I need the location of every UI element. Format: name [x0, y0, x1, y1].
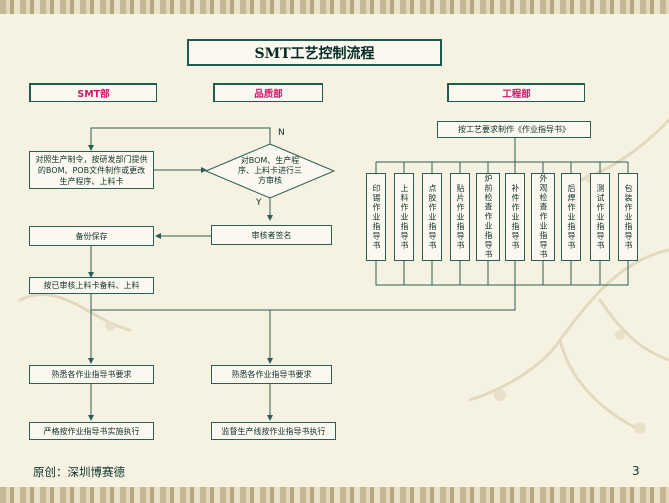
smt-familiarize-box: 熟悉各作业指导书要求 — [29, 365, 154, 384]
footer-credit: 原创：深圳博赛德 — [33, 465, 125, 479]
page-number: 3 — [632, 464, 640, 478]
quality-supervise-box: 监督生产线按作业指导书执行 — [211, 422, 336, 440]
smt-apply-box: 对照生产制令，按研发部门提供的BOM、POB文件制作或更改生产程序、上料卡 — [29, 151, 154, 189]
label-yes: Y — [256, 198, 262, 208]
guide-test: 测试作业指导书 — [590, 173, 610, 261]
bottom-border-pattern — [0, 487, 669, 503]
decision-diamond — [204, 143, 336, 199]
dept-smt: SMT部 — [29, 83, 157, 102]
quality-decision-text: 对BOM、生产程序、上料卡进行三方审核 — [238, 156, 302, 185]
guide-glue: 点胶作业指导书 — [422, 173, 442, 261]
smt-prepare-box: 按已审核上料卡备料、上料 — [29, 277, 154, 294]
dept-engineering: 工程部 — [447, 83, 585, 102]
label-no: N — [278, 128, 285, 138]
guide-pack: 包装作业指导书 — [618, 173, 638, 261]
guide-repair: 补件作业指导书 — [505, 173, 525, 261]
engineering-make-box: 按工艺要求制作《作业指导书》 — [437, 121, 591, 138]
guide-visual: 外观检查作业指导书 — [531, 173, 555, 261]
quality-sign-box: 审核者签名 — [211, 225, 332, 245]
smt-execute-box: 严格按作业指导书实施执行 — [29, 422, 154, 440]
guide-load: 上料作业指导书 — [394, 173, 414, 261]
guide-mount: 贴片作业指导书 — [450, 173, 470, 261]
guide-pre-oven: 炉前检查作业指导书 — [476, 173, 500, 261]
page-title: SMT工艺控制流程 — [187, 39, 442, 66]
guide-print: 印锡作业指导书 — [366, 173, 386, 261]
smt-backup-box: 备份保存 — [29, 226, 154, 246]
dept-quality: 品质部 — [213, 83, 323, 102]
quality-familiarize-box: 熟悉各作业指导书要求 — [211, 365, 332, 384]
top-border-pattern — [0, 0, 669, 14]
guide-post-solder: 后焊作业指导书 — [561, 173, 581, 261]
